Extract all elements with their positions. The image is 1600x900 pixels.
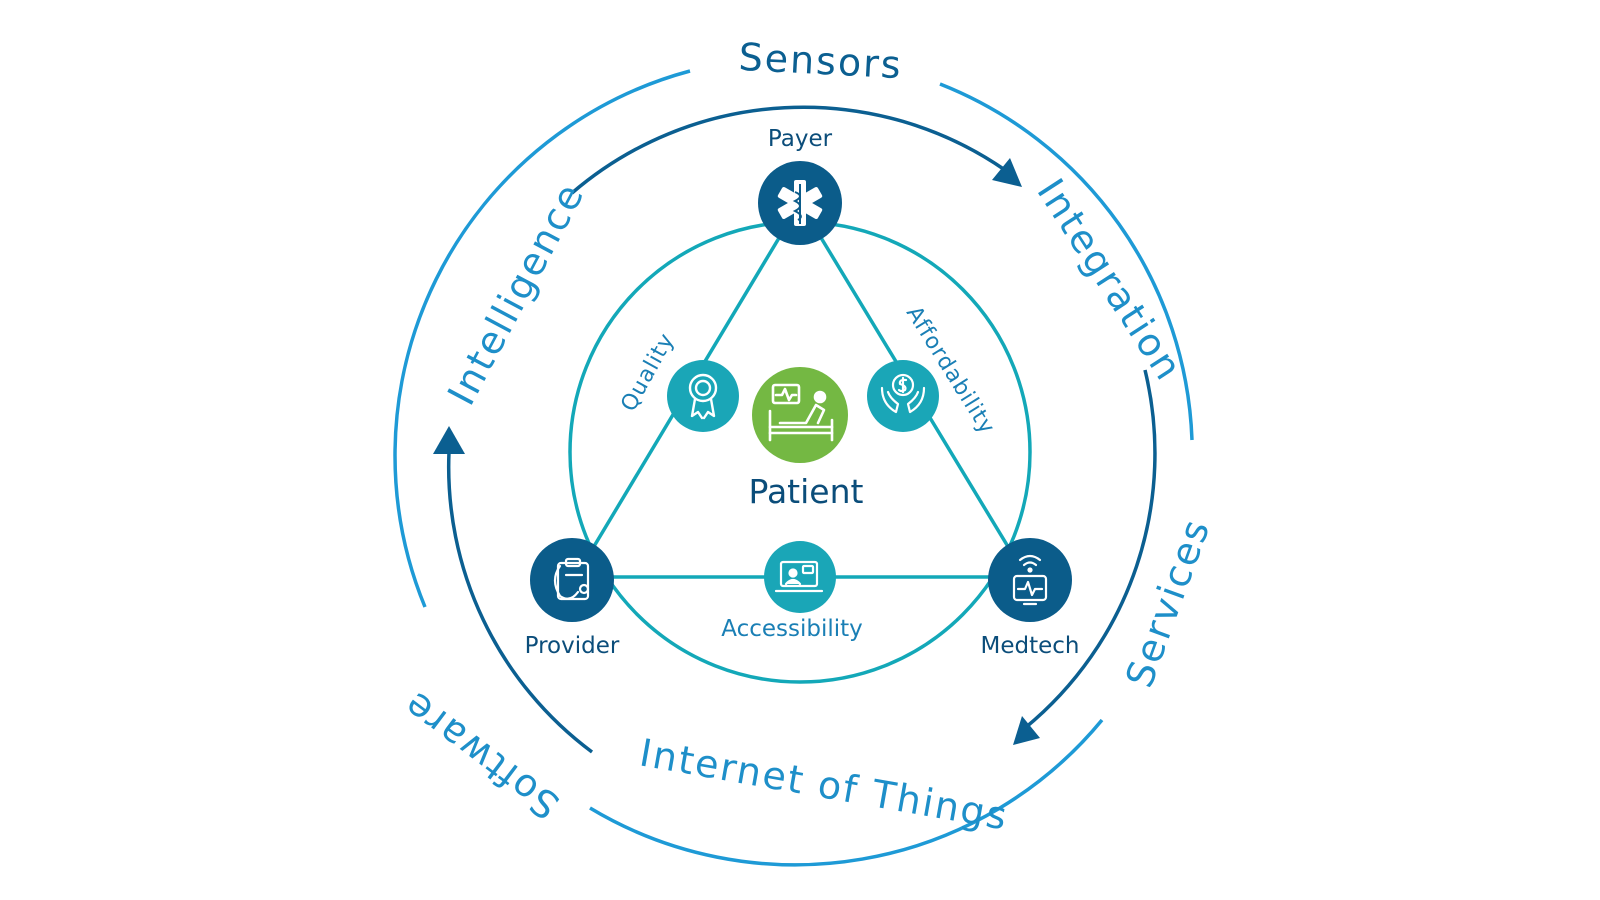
outer-arc-bottom [589, 718, 1104, 867]
arrow-arc-right [1023, 369, 1157, 730]
accessibility-node: Accessibility [721, 541, 863, 642]
telehealth-laptop-icon [774, 560, 824, 593]
affordability-node: Affordability [867, 302, 1000, 439]
arrow-head-top [992, 158, 1022, 187]
medtech-circle [988, 538, 1072, 622]
accessibility-label: Accessibility [721, 616, 863, 642]
medtech-label: Medtech [981, 633, 1080, 659]
award-ribbon-icon [688, 373, 718, 420]
provider-node: Provider [525, 538, 620, 659]
arrow-head-right [1013, 716, 1040, 745]
payer-label: Payer [768, 126, 833, 152]
stethoscope-clipboard-icon [553, 557, 590, 601]
label-internet-of-things: Internet of Things [636, 731, 1011, 839]
patient-circle [752, 367, 848, 463]
arrow-head-left [433, 426, 465, 454]
hospital-bed-icon [768, 383, 834, 442]
quality-node: Quality [616, 329, 739, 432]
label-intelligence: Intelligence [439, 175, 593, 412]
provider-circle [530, 538, 614, 622]
label-integration: Integration [1028, 171, 1191, 389]
hands-dollar-icon [880, 373, 926, 414]
wireless-monitor-icon [1012, 554, 1048, 606]
arrow-arc-top [570, 105, 1006, 195]
medtech-node: Medtech [981, 538, 1080, 659]
label-sensors: Sensors [738, 35, 904, 88]
rod-of-asclepius-icon [792, 184, 802, 224]
patient-label: Patient [749, 472, 864, 511]
provider-label: Provider [525, 633, 620, 659]
outer-arc-left [393, 69, 691, 608]
outer-ring [393, 69, 1194, 867]
cycle-arrows [446, 105, 1157, 754]
payer-node: Payer [758, 126, 842, 245]
label-services: Services [1117, 512, 1219, 693]
arrow-heads [433, 158, 1040, 745]
patient-node: Patient [749, 367, 864, 511]
outer-arc-right [939, 82, 1194, 441]
accessibility-circle [764, 541, 836, 613]
arrow-arc-left [446, 451, 594, 754]
